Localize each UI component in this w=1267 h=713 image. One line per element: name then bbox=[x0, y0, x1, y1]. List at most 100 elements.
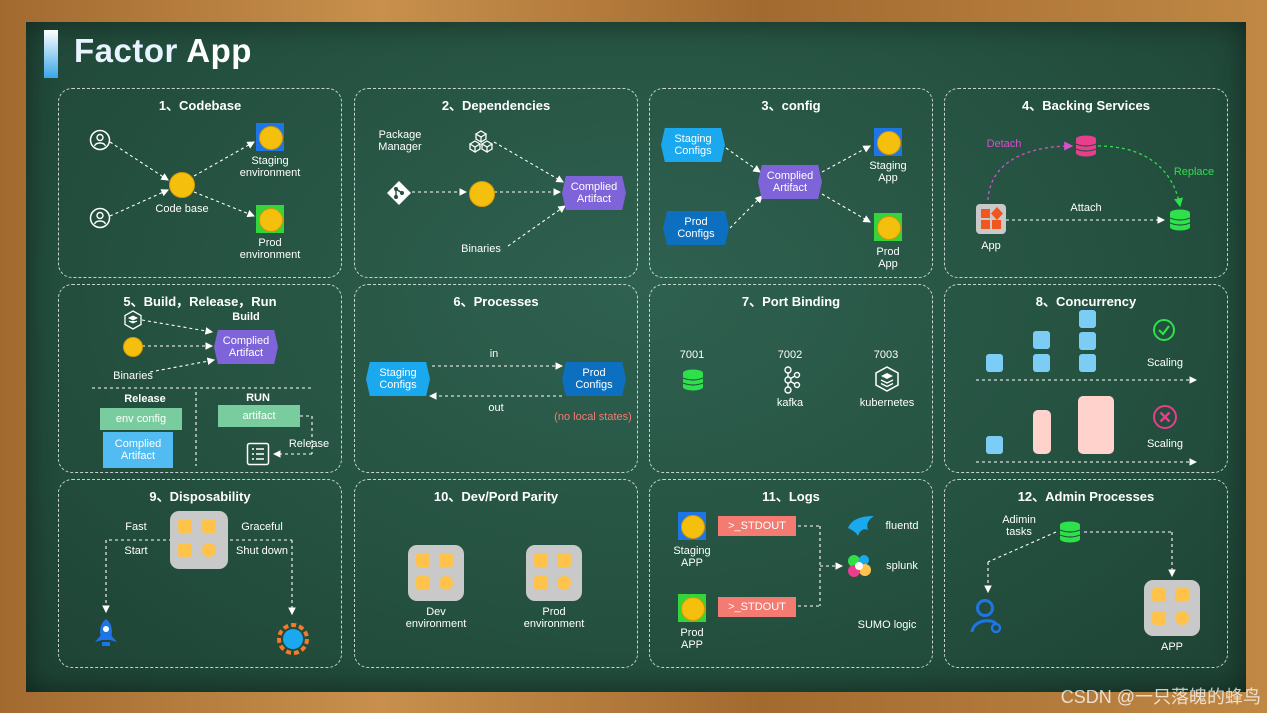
prod-app-label: Prod App bbox=[876, 246, 900, 270]
shutdown-label: Shut down bbox=[236, 545, 288, 557]
staging-configs-node: Staging Configs bbox=[366, 362, 430, 396]
artifact-box: artifact bbox=[218, 405, 300, 427]
panel-title: 8、Concurrency bbox=[1035, 294, 1137, 309]
port-7003-label: 7003 bbox=[873, 349, 899, 361]
panel-concurrency: 8、Concurrency bbox=[944, 284, 1228, 473]
scaling-label: Scaling bbox=[1146, 357, 1184, 369]
title-accent-bar bbox=[44, 30, 58, 78]
staging-app-label: Staging App bbox=[869, 160, 907, 184]
instance-cube bbox=[986, 436, 1003, 454]
kafka-icon bbox=[784, 366, 801, 394]
panel-dependencies: 2、Dependencies bbox=[354, 88, 638, 278]
codebase-coin-icon bbox=[169, 172, 195, 198]
panel-dev-prod-parity: 10、Dev/Pord Parity bbox=[354, 479, 638, 668]
prod-configs-node: Prod Configs bbox=[562, 362, 626, 396]
run-label: RUN bbox=[246, 392, 270, 404]
dependency-coin-icon bbox=[469, 181, 495, 207]
detach-label: Detach bbox=[986, 138, 1022, 150]
staging-app-icon bbox=[874, 128, 902, 156]
port-7001-label: 7001 bbox=[679, 349, 705, 361]
staging-app-icon bbox=[678, 512, 706, 540]
binaries-label: Binaries bbox=[461, 243, 501, 255]
dev-env-label: Dev environment bbox=[405, 606, 467, 630]
prod-env-tile-icon bbox=[526, 545, 582, 601]
instance-cube bbox=[1079, 354, 1096, 372]
panel-title: 11、Logs bbox=[762, 489, 820, 504]
check-circle-icon bbox=[1153, 319, 1175, 341]
env-config-box: env config bbox=[100, 408, 182, 430]
instance-cube bbox=[1079, 332, 1096, 350]
panel-disposability: 9、Disposability bbox=[58, 479, 342, 668]
staging-configs-node: Staging Configs bbox=[661, 128, 725, 162]
cross-circle-icon bbox=[1153, 405, 1177, 429]
prod-configs-node: Prod Configs bbox=[663, 211, 729, 245]
shutdown-gear-icon bbox=[277, 623, 309, 655]
rocket-icon bbox=[95, 619, 117, 646]
release-label: Release bbox=[124, 393, 166, 405]
watermark: CSDN @一只落魄的蜂鸟 bbox=[1060, 687, 1261, 707]
vertical-instance-medium bbox=[1033, 410, 1051, 454]
prod-app-icon bbox=[678, 594, 706, 622]
splunk-icon bbox=[848, 555, 871, 577]
kubernetes-label: kubernetes bbox=[859, 397, 915, 409]
panel-logs: 11、Logs bbox=[649, 479, 933, 668]
prod-env-label: Prod environment bbox=[239, 237, 301, 261]
release-arrow-label: Release bbox=[288, 438, 330, 450]
vertical-instance-large bbox=[1078, 396, 1114, 454]
prod-env-label: Prod environment bbox=[523, 606, 585, 630]
database-green-icon bbox=[1059, 521, 1081, 543]
panel-codebase: 1、Codebase bbox=[58, 88, 342, 278]
panel-title: 12、Admin Processes bbox=[1017, 489, 1155, 504]
codebase-label: Code base bbox=[155, 203, 209, 215]
prod-env-icon bbox=[256, 205, 284, 233]
user-icon bbox=[89, 129, 111, 151]
app-tile-icon bbox=[170, 511, 228, 569]
splunk-label: splunk bbox=[886, 560, 918, 572]
scaling-label: Scaling bbox=[1146, 438, 1184, 450]
instance-cube bbox=[986, 354, 1003, 372]
out-label: out bbox=[488, 402, 504, 414]
panel-backing-services: 4、Backing Services bbox=[944, 88, 1228, 278]
build-coin-icon bbox=[123, 337, 143, 357]
fluentd-label: fluentd bbox=[885, 520, 919, 532]
database-green-icon bbox=[1169, 209, 1191, 231]
panel-title: 4、Backing Services bbox=[1022, 98, 1150, 113]
git-icon bbox=[387, 181, 411, 205]
panel-port-binding: 7、Port Binding bbox=[649, 284, 933, 473]
stdout-box: >_STDOUT bbox=[718, 597, 796, 617]
instance-cube bbox=[1033, 331, 1050, 349]
graceful-label: Graceful bbox=[241, 521, 283, 533]
complied-artifact-node: Complied Artifact bbox=[562, 176, 626, 210]
attach-label: Attach bbox=[1070, 202, 1102, 214]
app-label: APP bbox=[1160, 641, 1183, 653]
in-label: in bbox=[489, 348, 499, 360]
app-tile-icon bbox=[1144, 580, 1200, 636]
start-label: Start bbox=[124, 545, 148, 557]
replace-label: Replace bbox=[1173, 166, 1215, 178]
database-pink-icon bbox=[1075, 135, 1097, 157]
panel-title: 3、config bbox=[761, 98, 821, 113]
complied-artifact-box: Complied Artifact bbox=[103, 432, 173, 468]
staging-env-icon bbox=[256, 123, 284, 151]
instance-cube bbox=[1033, 354, 1050, 372]
app-label: App bbox=[981, 240, 1001, 252]
build-label: Build bbox=[232, 311, 260, 323]
prod-app-label: Prod APP bbox=[680, 627, 704, 651]
port-7002-label: 7002 bbox=[777, 349, 803, 361]
binaries-label: Binaries bbox=[113, 370, 153, 382]
instance-cube bbox=[1079, 310, 1096, 328]
package-manager-label: Package Manager bbox=[378, 129, 422, 153]
prod-app-icon bbox=[874, 213, 902, 241]
complied-artifact-node: Complied Artifact bbox=[758, 165, 822, 199]
database-green-icon bbox=[682, 369, 704, 391]
panel-title: 2、Dependencies bbox=[441, 98, 551, 113]
stdout-box: >_STDOUT bbox=[718, 516, 796, 536]
admin-user-icon bbox=[970, 599, 1002, 634]
panel-build-release-run: 5、Build，Release，Run bbox=[58, 284, 342, 473]
checklist-icon bbox=[246, 442, 270, 466]
panel-title: 10、Dev/Pord Parity bbox=[433, 489, 559, 504]
panel-title: 1、Codebase bbox=[158, 98, 242, 113]
user-icon bbox=[89, 207, 111, 229]
panel-title: 6、Processes bbox=[453, 294, 539, 309]
panel-config: 3、config bbox=[649, 88, 933, 278]
